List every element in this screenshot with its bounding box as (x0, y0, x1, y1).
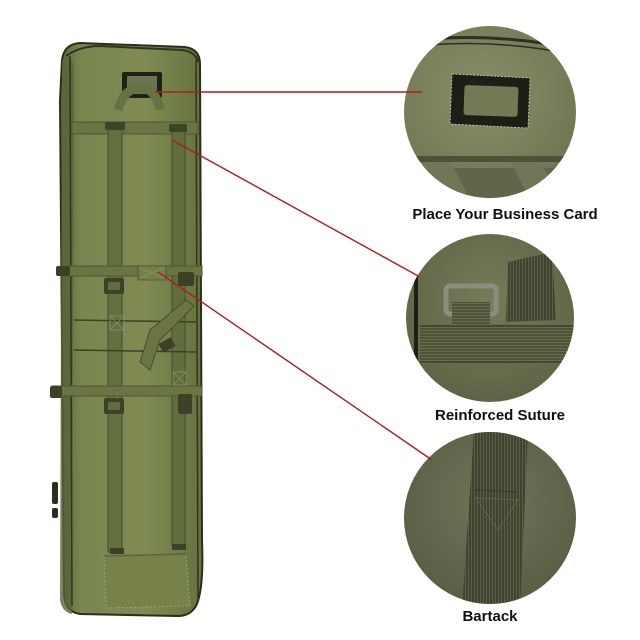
callout-label-bartack: Bartack (462, 608, 518, 625)
shoulder-strap-left (107, 121, 123, 553)
shoulder-strap-right (171, 125, 186, 547)
callout-circle-reinforced-suture (406, 234, 574, 402)
callout-circle-bartack (404, 432, 576, 604)
leader-line-reinforced-suture (171, 139, 421, 278)
zipper-pull (52, 482, 58, 504)
leader-lines (155, 91, 433, 461)
callout-label-reinforced-suture: Reinforced Suture (434, 407, 566, 424)
rifle-bag (50, 41, 204, 618)
callout-label-business-card: Place Your Business Card (412, 206, 598, 223)
callout-circle-business-card (404, 26, 576, 198)
leader-line-bartack (157, 271, 433, 461)
